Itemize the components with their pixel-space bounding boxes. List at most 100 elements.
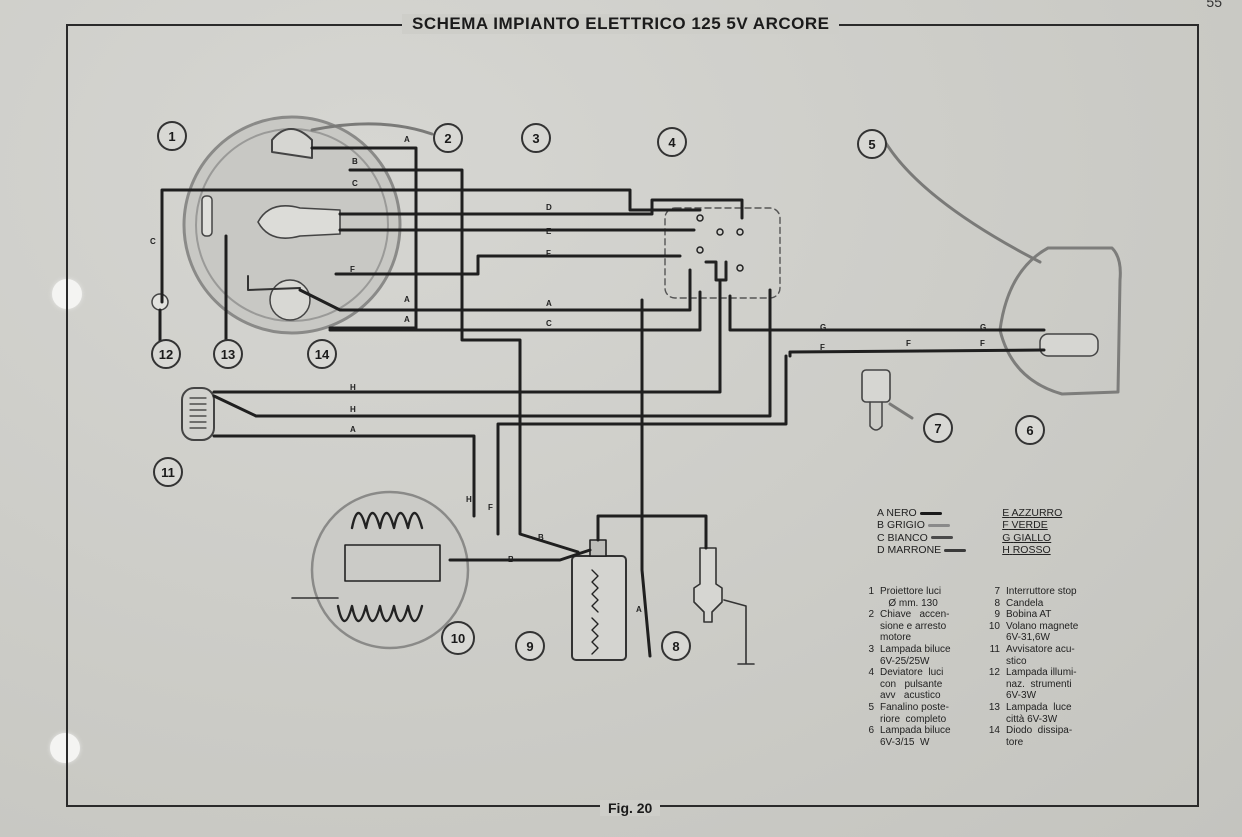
legend-code: G [1002, 531, 1011, 544]
callout-circle [441, 621, 475, 655]
wire-label-f: F [980, 339, 985, 348]
legend-swatch [927, 524, 950, 528]
callout-circle [307, 339, 337, 369]
wire-key-loop [310, 122, 434, 136]
part-number: 14 [988, 725, 1000, 737]
legend-label: VERDE [1011, 519, 1048, 532]
diagram-title: SCHEMA IMPIANTO ELETTRICO 125 5V ARCORE [402, 14, 840, 34]
part-text: Bobina AT [1006, 609, 1052, 621]
wire-c [212, 188, 702, 212]
wire-a-key [310, 146, 418, 330]
coil-terminal [589, 539, 607, 557]
coil-winding-secondary [591, 617, 599, 655]
spark-plug [693, 547, 723, 623]
city-lamp [201, 195, 213, 237]
callout-circle [151, 339, 181, 369]
wire-label-d: D [546, 203, 552, 212]
legend-label: ROSSO [1012, 543, 1051, 556]
legend-label: GRIGIO [886, 519, 925, 532]
wire-label-a: A [404, 315, 410, 324]
wire-c-lower [328, 290, 702, 332]
part-text: Lampada luce città 6V-3W [1006, 701, 1072, 725]
part-text: Deviatore luci con pulsante avv acustico [880, 667, 944, 702]
callout-circle [521, 123, 551, 153]
magneto-coil-top [350, 511, 424, 530]
ignition-coil [571, 555, 627, 661]
part-number: 11 [989, 643, 1000, 655]
legend-swatch [919, 511, 942, 515]
legend-row: C BIANCO [877, 532, 966, 544]
callout-9: 9 [526, 639, 533, 654]
wire-label-f: F [820, 343, 825, 352]
part-text: Diodo dissipa- tore [1006, 725, 1073, 748]
wire-label-a: A [546, 299, 552, 308]
callout-8: 8 [672, 639, 679, 654]
part-number: 10 [988, 620, 1000, 632]
legend-label: BIANCO [887, 531, 928, 544]
horn-coil [189, 397, 207, 429]
callout-circle [515, 631, 545, 661]
legend-swatch [944, 548, 967, 552]
legend-code: D [877, 543, 885, 556]
part-text: Candela [1006, 597, 1044, 609]
wire-kill [448, 548, 592, 562]
punch-hole-bottom [50, 733, 80, 763]
wire-label-b: B [508, 555, 514, 564]
callout-13: 13 [221, 347, 235, 362]
callout-circle [923, 413, 953, 443]
legend-code: F [1002, 519, 1009, 532]
color-legend: A NERO B GRIGIO C BIANCO D MARRONE E AZZ… [877, 507, 1062, 556]
wire-f-top [334, 254, 682, 276]
wire-label-f: F [488, 503, 493, 512]
stop-switch-body [861, 369, 891, 403]
part-text: Lampada biluce 6V-3/15 W [880, 725, 951, 748]
wire-f-tail [788, 348, 1046, 358]
part-item: 6 Lampada biluce 6V-3/15 W [862, 725, 990, 748]
stop-switch-plunger [869, 401, 883, 431]
part-number: 9 [994, 609, 1000, 621]
part-number: 13 [988, 701, 1000, 713]
callout-circle [213, 339, 243, 369]
switch-contact [696, 214, 704, 222]
wire-tail-loop [882, 138, 1042, 264]
callout-1: 1 [168, 129, 175, 144]
callout-4: 4 [668, 135, 676, 150]
callout-3: 3 [532, 131, 539, 146]
part-text: Avvisatore acu- stico [1006, 643, 1075, 667]
legend-row: A NERO [877, 507, 966, 519]
part-item: 14 Diodo dissipa- tore [988, 725, 1118, 748]
switch-contact [736, 228, 744, 236]
wire-label-g: G [980, 323, 986, 332]
legend-swatch [930, 536, 953, 540]
callout-2: 2 [444, 131, 451, 146]
callout-11: 11 [161, 465, 175, 480]
wire-label-h: H [350, 383, 356, 392]
part-item: 13 Lampada luce città 6V-3W [988, 702, 1118, 725]
part-text: Chiave accen- sione e arresto motore [880, 609, 950, 644]
wire-label-c: C [546, 319, 552, 328]
callout-circle [433, 123, 463, 153]
wire-a-horn [212, 434, 476, 518]
magneto-coil-bottom [336, 604, 424, 623]
callout-circle [657, 127, 687, 157]
wire-label-c: C [352, 179, 358, 188]
legend-row: H ROSSO [1002, 544, 1062, 556]
legend-label: AZZURRO [1011, 507, 1063, 519]
wire-label-a: A [350, 425, 356, 434]
legend-row: B GRIGIO [877, 519, 966, 531]
switch-contact [716, 228, 724, 236]
legend-code: C [877, 531, 885, 544]
part-number: 6 [868, 725, 874, 737]
switch-contact [696, 246, 704, 254]
legend-label: GIALLO [1013, 531, 1052, 544]
legend-code: A [877, 507, 884, 519]
wire-label-h: H [350, 405, 356, 414]
